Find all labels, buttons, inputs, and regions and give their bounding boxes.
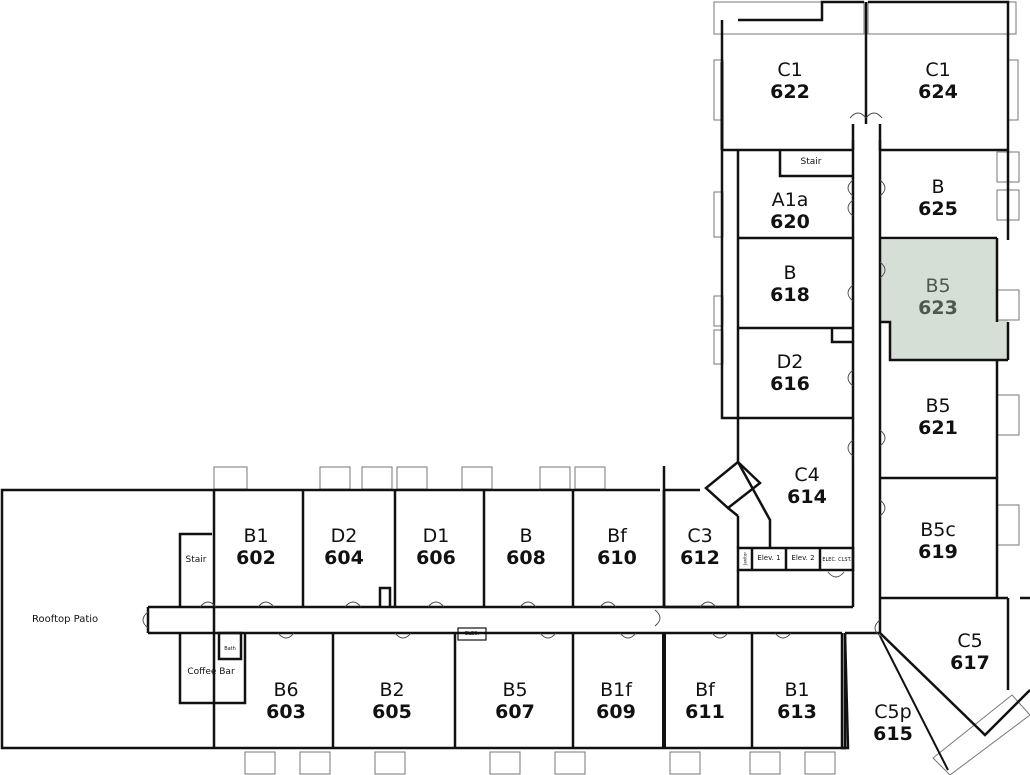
unit-616[interactable] [738,328,853,418]
unit-614[interactable] [760,418,853,548]
unit-611[interactable] [664,633,752,748]
unit-603[interactable] [245,633,333,748]
unit-602[interactable] [214,490,303,607]
unit-608[interactable] [484,490,573,607]
unit-623-fill [880,240,1008,360]
rooftop-patio-label: Rooftop Patio [32,614,99,625]
janitor-label: Janitor [742,552,748,565]
unit-613[interactable] [752,633,842,748]
unit-625[interactable] [880,150,997,238]
bath-label: Bath [224,646,236,652]
unit-624[interactable] [868,34,1008,149]
unit-621[interactable] [880,360,997,478]
door-swings [142,112,886,639]
elevator-1-label: Elev. 1 [757,554,781,562]
unit-610[interactable] [573,490,664,607]
unit-619[interactable] [880,478,997,598]
coffee-bar-label: Coffee Bar [187,667,235,677]
stair-label: Stair [800,157,822,167]
unit-623[interactable] [880,240,997,360]
elec-label: ELEC. [464,631,480,637]
stair-label: Stair [185,555,207,565]
unit-606[interactable] [395,490,484,607]
unit-609[interactable] [573,633,664,748]
unit-618[interactable] [738,238,853,328]
unit-622[interactable] [738,34,853,149]
unit-615[interactable] [845,660,945,748]
unit-612[interactable] [664,490,738,607]
unit-607[interactable] [455,633,573,748]
elevator-2-label: Elev. 2 [791,554,815,562]
elec-closet-label: ELEC. CLST. [822,557,852,563]
unit-605[interactable] [333,633,455,748]
unit-604[interactable] [303,490,395,607]
